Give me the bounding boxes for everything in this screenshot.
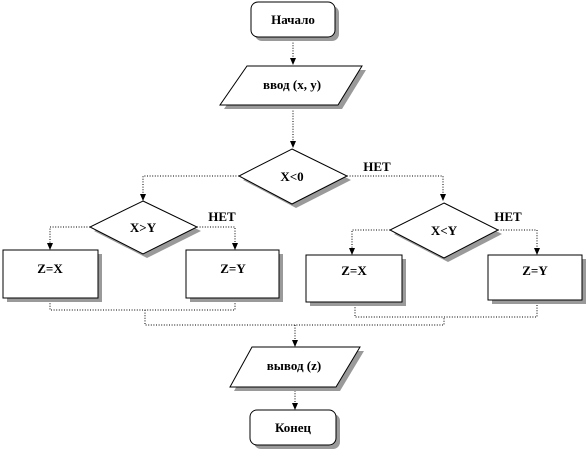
decision-main-no-label: НЕТ [363, 159, 391, 174]
left-assign-1-label: Z=X [37, 261, 63, 276]
arrowhead-left-assign-1 [47, 243, 53, 250]
decision-right-no-label: НЕТ [494, 209, 522, 224]
edge-left-yes [49, 226, 90, 244]
left-assign-1-box: Z=X [2, 249, 102, 302]
connectors [49, 40, 538, 404]
arrowhead-right-assign-2 [534, 248, 540, 255]
right-assign-1-label: Z=X [341, 263, 367, 278]
decision-right-label: X<Y [431, 223, 458, 238]
decision-right: X<Y НЕТ [388, 202, 522, 262]
arrowhead-decision-left [140, 194, 146, 201]
output-label: вывод (z) [267, 358, 321, 373]
decision-main-label: X<0 [280, 169, 303, 184]
input-label: ввод (x, y) [263, 77, 321, 92]
left-assign-2-label: Z=Y [220, 261, 246, 276]
decision-main: X<0 НЕТ [237, 148, 391, 208]
edge-main-yes [142, 175, 239, 195]
right-assign-1-box: Z=X [305, 254, 406, 306]
edge-left-no [197, 226, 236, 244]
arrowhead-decision-main [290, 141, 296, 148]
start-terminal: Начало [250, 1, 339, 41]
left-assign-2-box: Z=Y [185, 249, 283, 302]
arrowhead-decision-right [440, 194, 446, 201]
arrowhead-input [290, 58, 296, 65]
arrowhead-right-assign-1 [349, 248, 355, 255]
edge-right-no [498, 229, 538, 250]
decision-left-no-label: НЕТ [208, 209, 236, 224]
decision-left: X>Y НЕТ [88, 200, 236, 258]
start-label: Начало [271, 12, 315, 27]
right-assign-2-label: Z=Y [522, 263, 548, 278]
decision-left-label: X>Y [130, 220, 157, 235]
edge-left-merge [49, 298, 236, 311]
input-block: ввод (x, y) [219, 65, 366, 109]
edge-branches-merge [144, 310, 445, 326]
output-block: вывод (z) [229, 346, 364, 391]
arrowhead-end [292, 403, 298, 410]
right-assign-2-box: Z=Y [487, 254, 586, 304]
arrowhead-output [292, 340, 298, 347]
edge-right-yes [351, 229, 390, 250]
end-label: Конец [275, 420, 312, 435]
arrowhead-left-assign-2 [232, 243, 238, 250]
arrowheads [47, 58, 540, 410]
edge-main-no [347, 175, 444, 195]
end-terminal: Конец [249, 409, 340, 449]
